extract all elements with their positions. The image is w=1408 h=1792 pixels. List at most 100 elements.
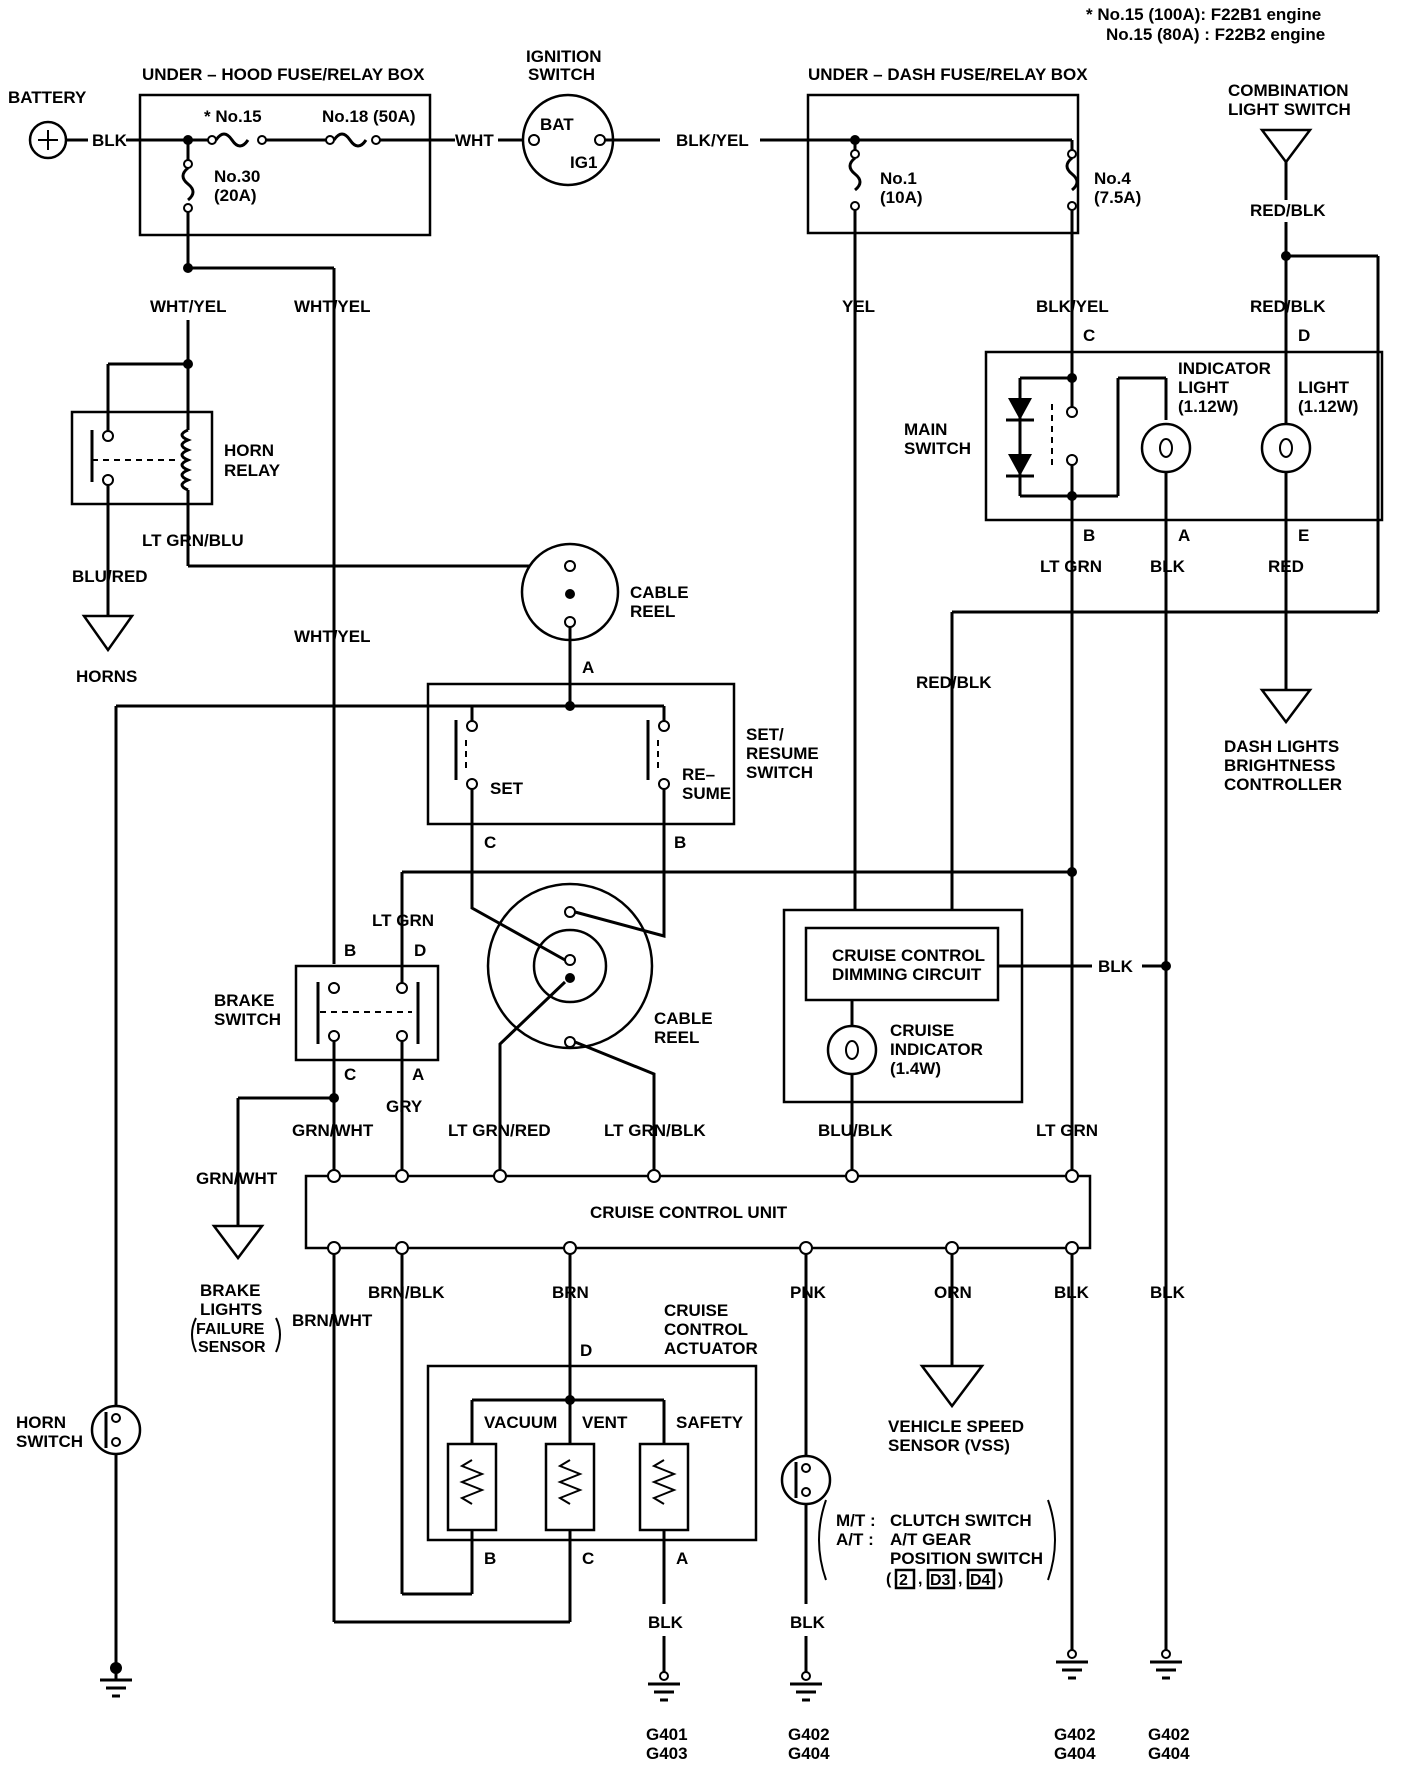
dimming-label-2: DIMMING CIRCUIT bbox=[832, 965, 982, 984]
set-resume-pin-b: B bbox=[674, 833, 686, 852]
wire-label-pnk: PNK bbox=[790, 1283, 827, 1302]
brake-lights-label-3: FAILURE bbox=[196, 1321, 265, 1338]
wire-label-lt-grn-main: LT GRN bbox=[1040, 557, 1102, 576]
dimming-label-1: CRUISE CONTROL bbox=[832, 946, 985, 965]
main-switch-pin-d: D bbox=[1298, 326, 1310, 345]
cable-reel-bottom-title-2: REEL bbox=[654, 1028, 699, 1047]
wire-label-blu-red: BLU/RED bbox=[72, 567, 148, 586]
wire-label-blk-dimming: BLK bbox=[1098, 957, 1134, 976]
indicator-light-bulb bbox=[1140, 422, 1192, 474]
combination-light-switch-title-1: COMBINATION bbox=[1228, 81, 1349, 100]
ground-g402-g404-clutch bbox=[790, 1671, 822, 1702]
horn-switch-title-2: SWITCH bbox=[16, 1432, 83, 1451]
clutch-at-label-2: POSITION SWITCH bbox=[890, 1549, 1043, 1568]
cable-reel-bottom-title-1: CABLE bbox=[654, 1009, 713, 1028]
resume-switch bbox=[646, 706, 670, 904]
ground-g402-unit: G402 bbox=[1054, 1725, 1096, 1744]
fuse-no1 bbox=[848, 140, 862, 910]
main-switch-box bbox=[984, 350, 1384, 522]
wire-label-blk-yel-ignition: BLK/YEL bbox=[676, 131, 749, 150]
combination-light-switch-arrow bbox=[1259, 128, 1313, 165]
fuse-no30-name: No.30 bbox=[214, 167, 260, 186]
dash-lights-label-1: DASH LIGHTS bbox=[1224, 737, 1339, 756]
wire-label-blk-main: BLK bbox=[1150, 557, 1186, 576]
wire-label-red-blk-top: RED/BLK bbox=[1250, 201, 1326, 220]
light-bulb bbox=[1260, 422, 1312, 474]
actuator-pin-c: C bbox=[582, 1549, 594, 1568]
actuator-safety-solenoid bbox=[638, 1442, 690, 1532]
wire-label-brn-wht: BRN/WHT bbox=[292, 1311, 373, 1330]
wire-label-gry: GRY bbox=[386, 1097, 423, 1116]
cable-reel-top-title-1: CABLE bbox=[630, 583, 689, 602]
resume-label-2: SUME bbox=[682, 784, 731, 803]
ground-g401-g403 bbox=[648, 1671, 680, 1702]
horn-relay bbox=[90, 364, 192, 620]
brake-lights-arrow bbox=[211, 1224, 265, 1261]
engine-note-2: No.15 (80A) : F22B2 engine bbox=[1106, 25, 1325, 44]
light-label-1: LIGHT bbox=[1298, 378, 1350, 397]
svg-text:,: , bbox=[958, 1571, 962, 1588]
svg-text:(: ( bbox=[886, 1571, 892, 1588]
set-resume-pin-a: A bbox=[582, 658, 594, 677]
set-resume-pin-c: C bbox=[484, 833, 496, 852]
dimming-circuit bbox=[804, 926, 1000, 1002]
vss-label-1: VEHICLE SPEED bbox=[888, 1417, 1024, 1436]
brake-lights-label-4: SENSOR bbox=[198, 1339, 266, 1356]
wire-label-lt-grn-blu: LT GRN/BLU bbox=[142, 531, 244, 550]
fuse-no30-rating: (20A) bbox=[214, 186, 257, 205]
set-label: SET bbox=[490, 779, 524, 798]
battery-label: BATTERY bbox=[8, 88, 87, 107]
main-switch-pin-c: C bbox=[1083, 326, 1095, 345]
set-resume-title-1: SET/ bbox=[746, 725, 784, 744]
fuse-no18-label: No.18 (50A) bbox=[322, 107, 416, 126]
fuse-no1-rating: (10A) bbox=[880, 188, 923, 207]
ground-g401: G401 bbox=[646, 1725, 688, 1744]
brake-switch-title-1: BRAKE bbox=[214, 991, 274, 1010]
clutch-switch bbox=[780, 1454, 832, 1506]
wire-label-lt-grn-brake: LT GRN bbox=[372, 911, 434, 930]
ground-g402-g404-unit bbox=[1056, 1649, 1088, 1680]
ignition-bat-label: BAT bbox=[540, 115, 574, 134]
cruise-control-unit-label: CRUISE CONTROL UNIT bbox=[590, 1203, 788, 1222]
set-switch bbox=[454, 706, 478, 904]
main-switch-title-2: SWITCH bbox=[904, 439, 971, 458]
actuator-title-2: CONTROL bbox=[664, 1320, 748, 1339]
wire-label-red-blk-dimming: RED/BLK bbox=[916, 673, 992, 692]
main-switch-title-1: MAIN bbox=[904, 420, 947, 439]
ground-g404-unit: G404 bbox=[1054, 1744, 1096, 1763]
wire-label-yel: YEL bbox=[842, 297, 875, 316]
vss-label-2: SENSOR (VSS) bbox=[888, 1436, 1010, 1455]
wire-label-blu-blk: BLU/BLK bbox=[818, 1121, 893, 1140]
horn-switch-title-1: HORN bbox=[16, 1413, 66, 1432]
brake-switch-pin-a: A bbox=[412, 1065, 424, 1084]
ignition-switch-title-2: SWITCH bbox=[528, 65, 595, 84]
battery bbox=[28, 120, 68, 160]
set-resume-switch-box bbox=[426, 682, 736, 826]
wire-label-wht-yel-relay: WHT/YEL bbox=[150, 297, 227, 316]
cable-reel-top bbox=[520, 542, 620, 642]
clutch-at-prefix: A/T : bbox=[836, 1530, 874, 1549]
wire-label-lt-grn-blk: LT GRN/BLK bbox=[604, 1121, 706, 1140]
ignition-ig1-label: IG1 bbox=[570, 153, 597, 172]
actuator-pin-b: B bbox=[484, 1549, 496, 1568]
light-label-2: (1.12W) bbox=[1298, 397, 1358, 416]
ground-g404-indicator: G404 bbox=[1148, 1744, 1190, 1763]
actuator-vent-solenoid bbox=[544, 1442, 596, 1532]
fuse-no30 bbox=[181, 140, 195, 268]
indicator-light-label-2: LIGHT bbox=[1178, 378, 1230, 397]
fuse-no18 bbox=[325, 132, 381, 148]
gear-d3-label: D3 bbox=[930, 1572, 951, 1589]
horn-relay-box bbox=[70, 410, 214, 506]
clutch-at-label-1: A/T GEAR bbox=[890, 1530, 971, 1549]
wire-label-brn-blk: BRN/BLK bbox=[368, 1283, 445, 1302]
indicator-light-label-1: INDICATOR bbox=[1178, 359, 1271, 378]
actuator-box bbox=[426, 1364, 758, 1542]
actuator-title-3: ACTUATOR bbox=[664, 1339, 758, 1358]
gear-d4-label: D4 bbox=[970, 1572, 991, 1589]
cruise-indicator-label-2: INDICATOR bbox=[890, 1040, 983, 1059]
fuse-no4-name: No.4 bbox=[1094, 169, 1131, 188]
wire-label-grn-wht-brake: GRN/WHT bbox=[196, 1169, 278, 1188]
ground-g403: G403 bbox=[646, 1744, 688, 1763]
brake-switch bbox=[316, 982, 420, 1176]
